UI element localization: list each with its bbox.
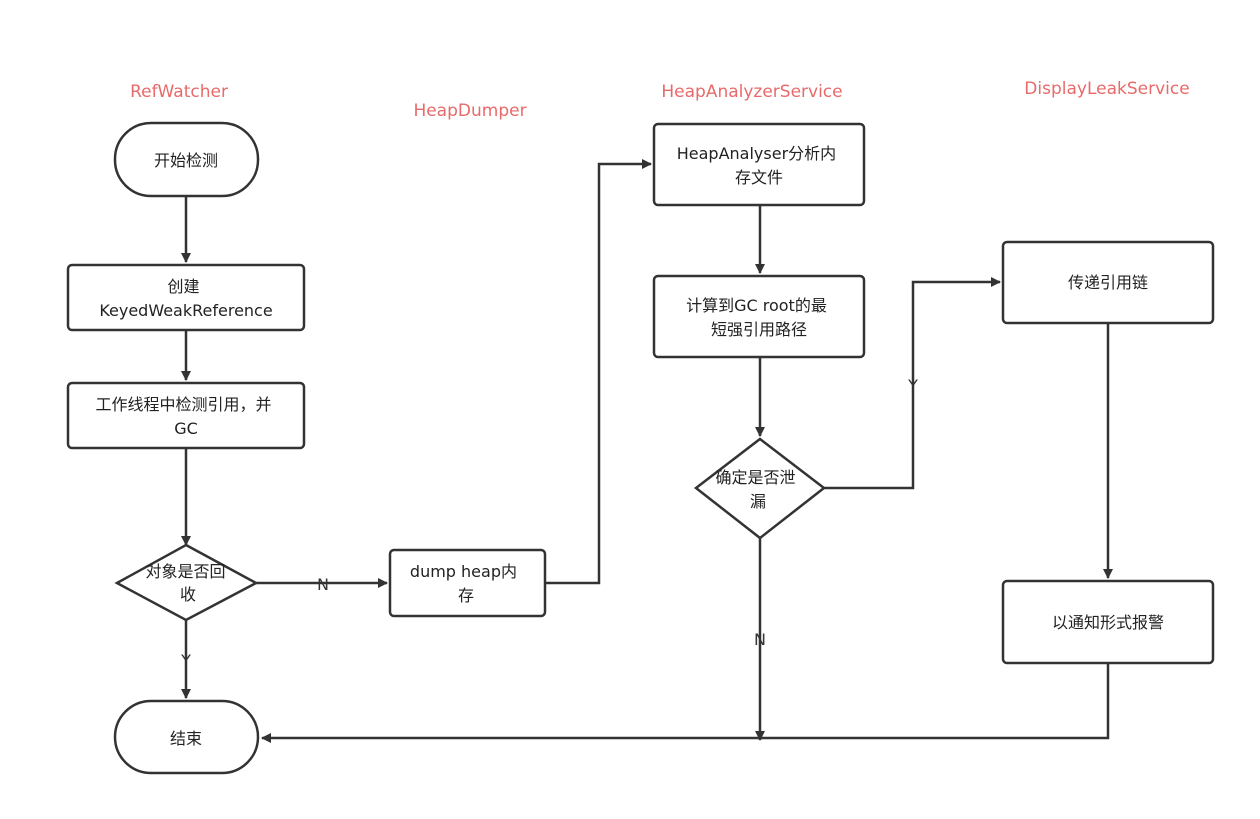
- node-start: 开始检测: [113, 121, 260, 198]
- edge-label-leak-no: N: [754, 630, 766, 649]
- node-end: 结束: [113, 699, 260, 775]
- node-worker-check-gc-label: 工作线程中检测引用，并 GC: [95, 395, 276, 438]
- lane-label-refwatcher: RefWatcher: [130, 82, 228, 102]
- node-worker-check-gc: 工作线程中检测引用，并 GC: [66, 381, 306, 450]
- node-notify-alert-label: 以通知形式报警: [1052, 613, 1164, 632]
- decision-is-leak: 确定是否泄 漏: [693, 437, 827, 540]
- node-start-label: 开始检测: [154, 151, 218, 170]
- edge-notify-to-end: [261, 663, 1110, 743]
- node-pass-reference-chain: 传递引用链: [1001, 240, 1215, 325]
- decision-is-leak-label: 确定是否泄 漏: [715, 468, 800, 511]
- edge-dump-to-analyse: [545, 159, 652, 585]
- node-end-label: 结束: [170, 729, 202, 748]
- node-shortest-path: 计算到GC root的最 短强引用路径: [652, 274, 866, 359]
- decision-object-collected-label: 对象是否回 收: [145, 562, 230, 604]
- node-pass-reference-chain-label: 传递引用链: [1068, 273, 1148, 292]
- node-create-weak-reference-label: 创建 KeyedWeakReference: [99, 277, 272, 320]
- node-notify-alert: 以通知形式报警: [1001, 579, 1215, 665]
- decision-object-collected: 对象是否回 收: [114, 543, 259, 622]
- lane-label-heapanalyzerservice: HeapAnalyzerService: [661, 82, 842, 102]
- edges: [181, 159, 1113, 743]
- node-create-weak-reference: 创建 KeyedWeakReference: [66, 263, 306, 332]
- node-shortest-path-label: 计算到GC root的最 短强引用路径: [686, 296, 832, 339]
- node-analyse-heap: HeapAnalyser分析内 存文件: [652, 122, 866, 207]
- node-dump-heap: dump heap内 存: [388, 548, 547, 618]
- edge-label-leak-yes: Y: [907, 376, 918, 395]
- node-analyse-heap-label: HeapAnalyser分析内 存文件: [677, 144, 842, 187]
- lane-label-heapdumper: HeapDumper: [413, 101, 526, 121]
- node-dump-heap-label: dump heap内 存: [410, 562, 522, 605]
- edge-leak-to-pass-chain: [824, 277, 1001, 490]
- edge-label-collected: Y: [180, 651, 191, 670]
- edge-label-not-collected: N: [317, 575, 329, 594]
- lane-label-displayleakservice: DisplayLeakService: [1024, 79, 1189, 99]
